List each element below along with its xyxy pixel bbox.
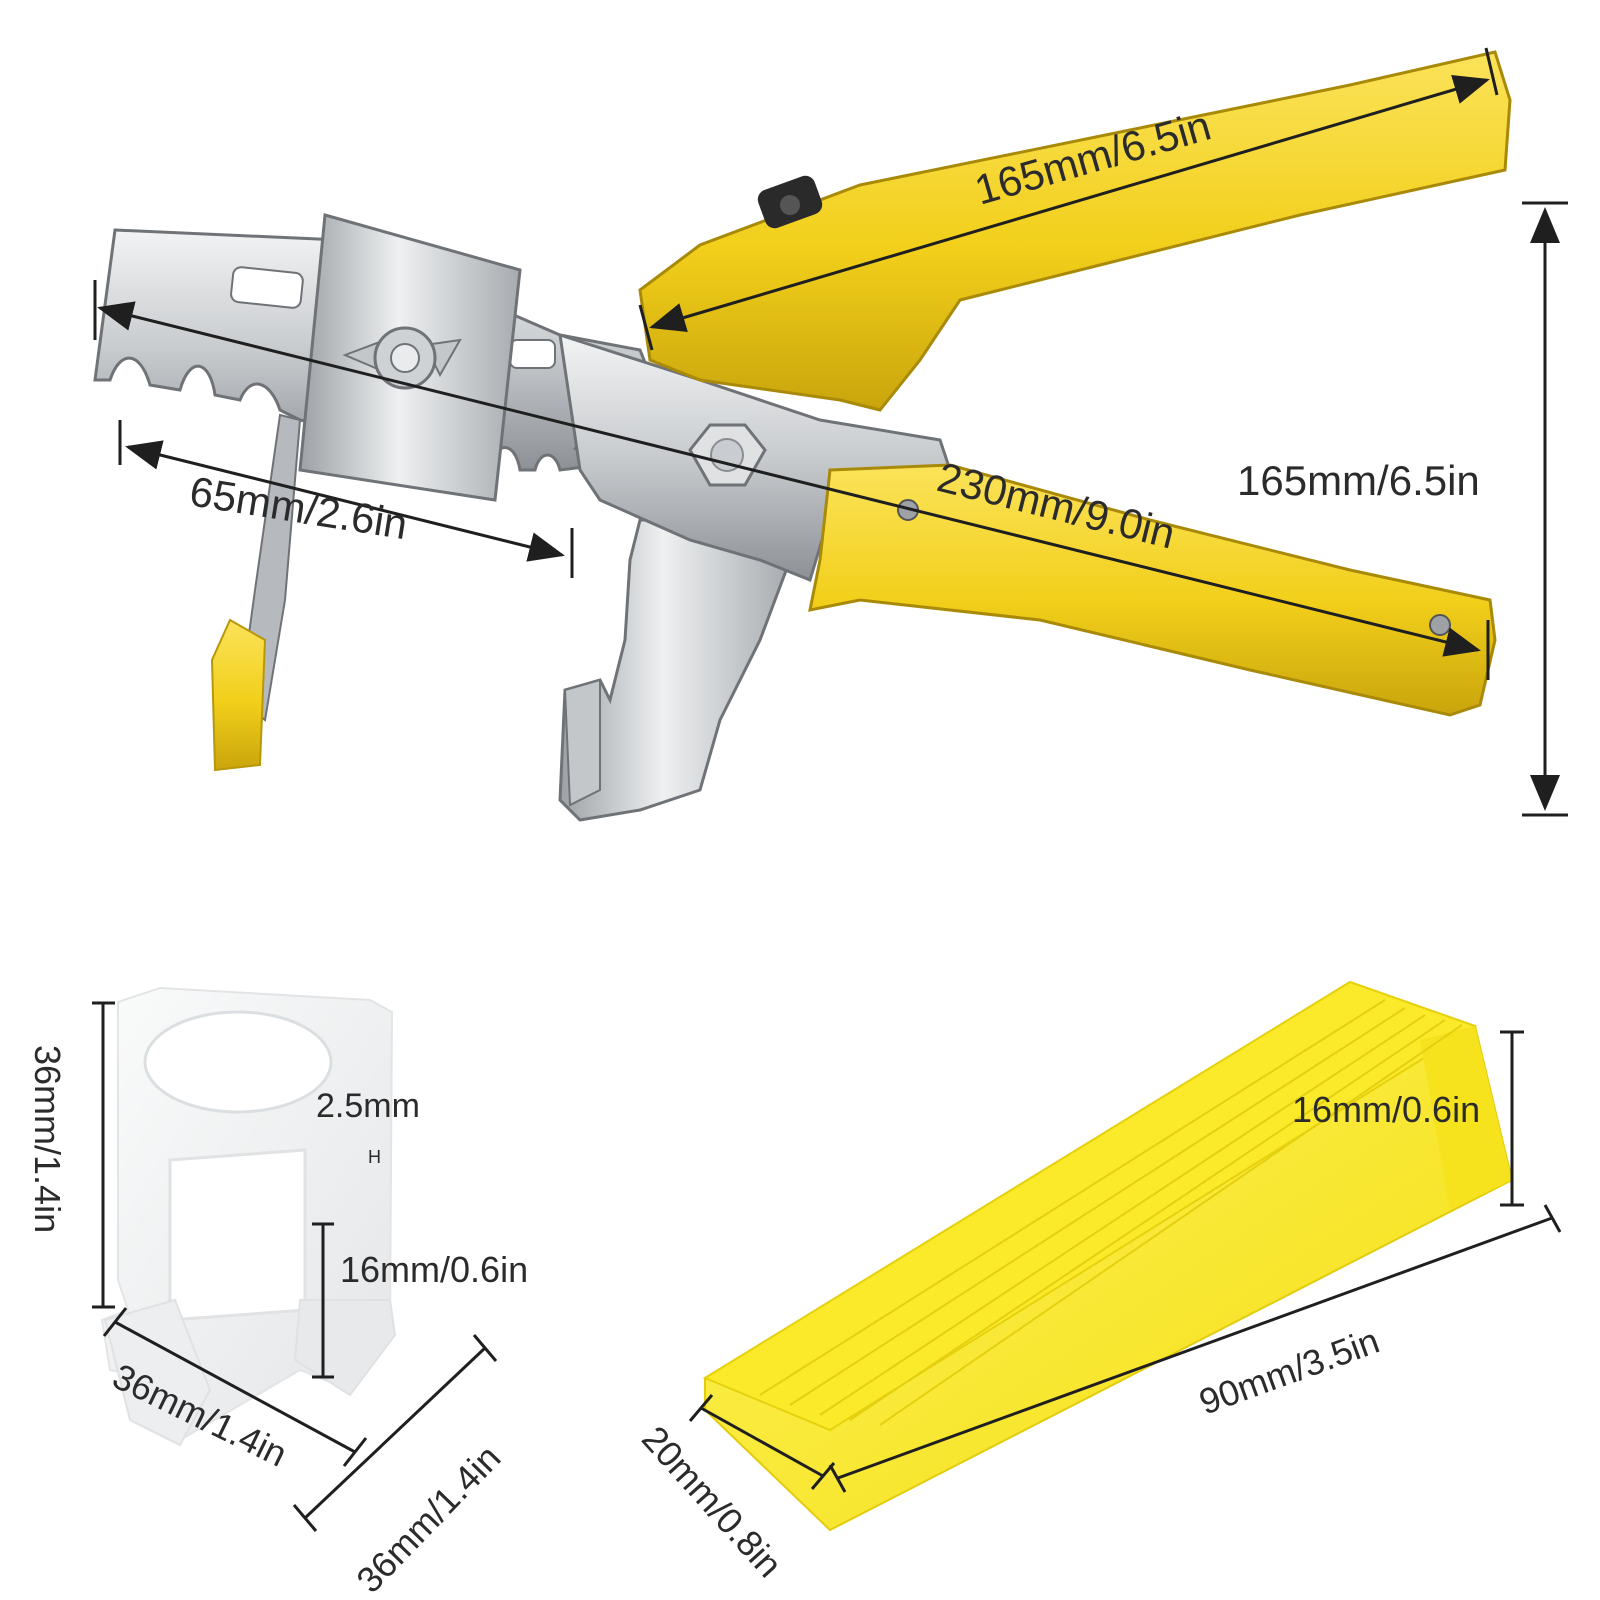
- dim-tick-width-right: [342, 1437, 368, 1467]
- jaw-slot-2: [509, 339, 556, 369]
- dim-tick-wedge-width-right: [810, 1462, 836, 1490]
- clip-thickness-label: 16mm/0.6in: [340, 1249, 528, 1290]
- wedge-height-label: 16mm/0.6in: [1292, 1089, 1480, 1130]
- clip-depth-label: 36mm/1.4in: [348, 1437, 508, 1600]
- clip-gap-mark: H: [368, 1147, 381, 1167]
- clamp-yellow-tip: [210, 618, 267, 772]
- wedge-length-label: 90mm/3.5in: [1194, 1320, 1385, 1423]
- dim-tick-depth-bottom: [292, 1504, 318, 1532]
- clip-base-right: [293, 1299, 397, 1397]
- tile-leveling-pliers: 165mm/6.5in 230mm/9.0in 65mm/2.6in 165mm…: [93, 47, 1568, 822]
- dim-line-wedge-length: [837, 1216, 1553, 1480]
- leveling-clip: 36mm/1.4in 2.5mm H 16mm/0.6in 36mm/1.4in…: [27, 986, 528, 1600]
- upper-handle: [638, 50, 1512, 412]
- jaw-slot: [230, 266, 304, 309]
- dim-line-wedge-width: [700, 1406, 824, 1478]
- dim-tick-wedge-length-right: [1543, 1204, 1562, 1233]
- clip-inner-window: [168, 1148, 307, 1322]
- dim-line-upper-handle: [649, 74, 1490, 333]
- dim-line-clip-depth: [303, 1346, 487, 1520]
- clip-gap-label: 2.5mm: [316, 1087, 420, 1125]
- dim-line-clip-width: [114, 1320, 356, 1454]
- dim-tick-wedge-width-left: [688, 1394, 714, 1422]
- dim-line-overall-length: [97, 301, 1481, 657]
- lower-jaw-tab: [563, 678, 601, 807]
- dim-line-jaw-length: [125, 440, 565, 562]
- clip-base-left: [103, 1298, 212, 1447]
- dim-tick-upper-handle-right: [1484, 47, 1499, 96]
- handle-rivet-2: [1429, 614, 1451, 636]
- clip-height-label: 36mm/1.4in: [27, 1045, 68, 1233]
- dim-tick-width-left: [102, 1307, 128, 1337]
- pliers-height-label: 165mm/6.5in: [1237, 457, 1480, 504]
- wedge-back-face: [1420, 1026, 1512, 1210]
- wedge-ribs: [759, 999, 1463, 1426]
- dim-tick-wedge-length-left: [828, 1464, 847, 1493]
- clip-hole: [143, 1010, 333, 1114]
- dim-tick-depth-top: [472, 1334, 498, 1362]
- leveling-wedge: 16mm/0.6in 90mm/3.5in 20mm/0.8in: [634, 980, 1562, 1585]
